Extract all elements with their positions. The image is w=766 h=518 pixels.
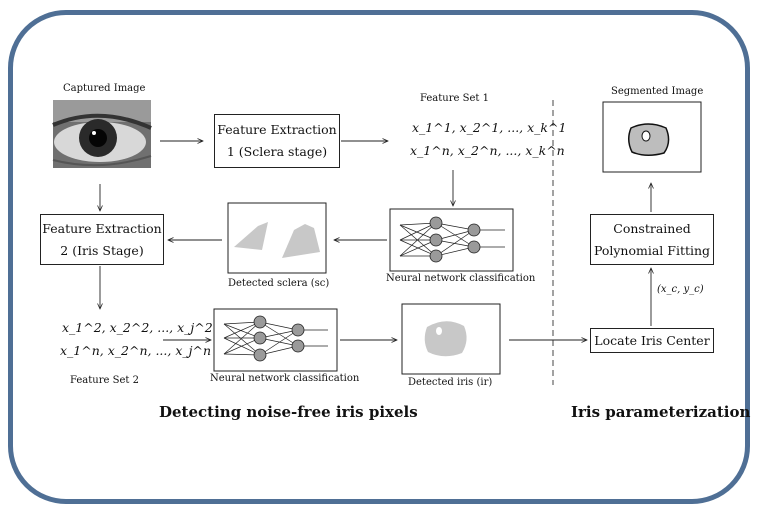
feature-extraction-1-line2: 1 (Sclera stage)	[226, 144, 328, 159]
section-parameterization-title: Iris parameterization	[571, 403, 751, 421]
iris-center-coords-label: (x_c, y_c)	[657, 284, 704, 295]
feature-extraction-2-box: Feature Extraction 2 (Iris Stage)	[40, 214, 164, 265]
constrained-fitting-box: Constrained Polynomial Fitting	[590, 214, 714, 265]
constrained-fitting-line1: Constrained	[613, 220, 691, 236]
feature-set-2-row-2: x_1^n, x_2^n, ..., x_j^n	[60, 343, 212, 358]
feature-extraction-2-line1: Feature Extraction	[42, 220, 162, 236]
nn-classification-label-1: Neural network classification	[386, 273, 536, 284]
detected-iris-label: Detected iris (ir)	[408, 377, 493, 388]
feature-set-1-row-1: x_1^1, x_2^1, ..., x_k^1	[412, 120, 567, 135]
feature-extraction-1-box: Feature Extraction 1 (Sclera stage)	[214, 114, 340, 168]
constrained-fitting-line2: Polynomial Fitting	[593, 242, 711, 258]
feature-extraction-2-line2: 2 (Iris Stage)	[60, 242, 144, 258]
detected-sclera-label: Detected sclera (sc)	[228, 278, 330, 289]
segmented-image-label: Segmented Image	[611, 86, 704, 97]
locate-iris-center-box: Locate Iris Center	[590, 328, 714, 353]
locate-iris-center-label: Locate Iris Center	[594, 332, 710, 348]
nn-classification-label-2: Neural network classification	[210, 373, 360, 384]
feature-set-2-row-1: x_1^2, x_2^2, ..., x_j^2	[62, 320, 213, 335]
section-detecting-title: Detecting noise-free iris pixels	[159, 403, 418, 421]
captured-image-label: Captured Image	[63, 83, 146, 94]
feature-set-1-label: Feature Set 1	[420, 93, 489, 104]
feature-set-1-row-2: x_1^n, x_2^n, ..., x_k^n	[410, 143, 565, 158]
feature-extraction-1-line1: Feature Extraction	[217, 122, 337, 137]
feature-set-2-label: Feature Set 2	[70, 375, 139, 386]
